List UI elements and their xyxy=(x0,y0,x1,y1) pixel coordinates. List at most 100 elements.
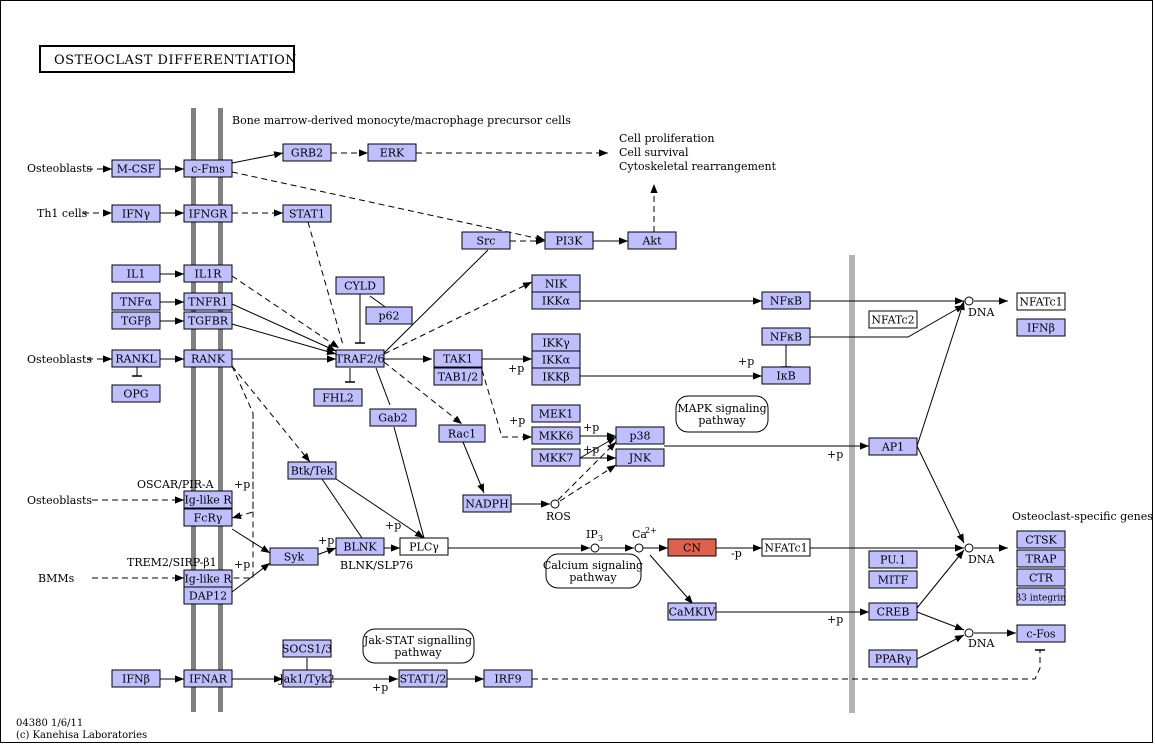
gene-b3int[interactable]: β3 integrin xyxy=(1016,587,1066,606)
ros-label: ROS xyxy=(546,510,571,523)
gene-nik[interactable]: NIK xyxy=(531,274,581,293)
dna-node[interactable] xyxy=(964,543,974,553)
gene-grb2[interactable]: GRB2 xyxy=(282,143,332,162)
gene-fcrg[interactable]: FcRγ xyxy=(183,508,233,527)
gene-ifnb1[interactable]: IFNβ xyxy=(111,669,161,688)
ip3-node[interactable] xyxy=(590,543,600,553)
gene-nfkb2[interactable]: NFκB xyxy=(761,327,811,346)
gene-erk[interactable]: ERK xyxy=(367,143,417,162)
gene-il1r[interactable]: IL1R xyxy=(183,264,233,283)
gene-tnfr1[interactable]: TNFR1 xyxy=(183,292,233,311)
gene-il1[interactable]: IL1 xyxy=(111,264,161,283)
gene-socs[interactable]: SOCS1/3 xyxy=(282,639,332,658)
gene-dap12[interactable]: DAP12 xyxy=(183,586,233,605)
gene-btktek[interactable]: Btk/Tek xyxy=(287,461,337,480)
gene-camkiv[interactable]: CaMKIV xyxy=(667,602,717,621)
gene-stat1[interactable]: STAT1 xyxy=(282,204,332,223)
dna-node[interactable] xyxy=(964,296,974,306)
gene-tab12[interactable]: TAB1/2 xyxy=(433,367,483,386)
gene-ikb[interactable]: IκB xyxy=(761,366,811,385)
gene-cfms[interactable]: c-Fms xyxy=(183,159,233,178)
gene-mitf[interactable]: MITF xyxy=(868,570,918,589)
gene-ppary[interactable]: PPARγ xyxy=(868,649,918,668)
gene-akt[interactable]: Akt xyxy=(627,231,677,250)
gene-tgfbr[interactable]: TGFBR xyxy=(183,311,233,330)
gene-tnfa[interactable]: TNFα xyxy=(111,292,161,311)
gene-label: NFATc2 xyxy=(871,314,914,327)
gene-iglikeR1[interactable]: Ig-like R xyxy=(183,490,233,509)
plus-p-label: +p xyxy=(583,443,599,456)
gene-box xyxy=(531,367,581,386)
calcium-node[interactable] xyxy=(634,543,644,553)
gene-jak[interactable]: Jak1/Tyk2 xyxy=(278,669,335,688)
gene-label: PI3K xyxy=(556,235,584,248)
gene-rac1[interactable]: Rac1 xyxy=(438,424,486,443)
mapk-pathway-link[interactable]: MAPK signaling pathway xyxy=(675,395,769,433)
gene-ap1[interactable]: AP1 xyxy=(868,437,918,456)
gene-label: IFNγ xyxy=(122,208,151,221)
gene-nfkb1[interactable]: NFκB xyxy=(761,291,811,310)
gene-blnk[interactable]: BLNK xyxy=(335,537,385,556)
gene-plcg[interactable]: PLCγ xyxy=(399,537,449,556)
gene-tak1[interactable]: TAK1 xyxy=(433,349,483,368)
gene-box xyxy=(1016,318,1066,337)
gene-mkk7[interactable]: MKK7 xyxy=(531,448,581,467)
gene-label: IKKα xyxy=(542,354,571,367)
ip3-subscript: 3 xyxy=(598,534,603,543)
gene-p38[interactable]: p38 xyxy=(615,426,665,445)
gene-trap[interactable]: TRAP xyxy=(1016,549,1066,568)
gene-cn[interactable]: CN xyxy=(667,538,717,557)
gene-ctsk[interactable]: CTSK xyxy=(1016,530,1066,549)
gene-ifngr[interactable]: IFNGR xyxy=(183,204,233,223)
gene-pu1[interactable]: PU.1 xyxy=(868,550,918,569)
gene-creb[interactable]: CREB xyxy=(868,602,918,621)
gene-fhl2[interactable]: FHL2 xyxy=(313,388,363,407)
gene-ikkg[interactable]: IKKγ xyxy=(531,333,581,352)
gene-nfatc1b[interactable]: NFATc1 xyxy=(761,538,811,557)
gene-ifng[interactable]: IFNγ xyxy=(111,204,161,223)
gene-ctr[interactable]: CTR xyxy=(1016,568,1066,587)
gene-syk[interactable]: Syk xyxy=(269,547,319,566)
gene-p62[interactable]: p62 xyxy=(365,306,413,325)
gene-ikka2[interactable]: IKKα xyxy=(531,350,581,369)
gene-label: IFNGR xyxy=(189,208,228,221)
gene-box xyxy=(462,494,512,513)
gene-iglikeR2[interactable]: Ig-like R xyxy=(183,569,233,588)
gene-box xyxy=(531,291,581,310)
gene-pi3k[interactable]: PI3K xyxy=(544,231,594,250)
gene-rank[interactable]: RANK xyxy=(183,349,233,368)
gene-ifnb2[interactable]: IFNβ xyxy=(1016,318,1066,337)
gene-nadph[interactable]: NADPH xyxy=(462,494,512,513)
calcium-pathway-link[interactable]: Calcium signaling pathway xyxy=(543,553,643,589)
gene-opg[interactable]: OPG xyxy=(111,384,161,403)
jakstat-pathway-link[interactable]: Jak-STAT signalling pathway xyxy=(362,628,475,664)
gene-mek1[interactable]: MEK1 xyxy=(531,404,581,423)
gene-irf9[interactable]: IRF9 xyxy=(483,669,533,688)
plus-p-label: +p xyxy=(318,534,334,547)
gene-cyld[interactable]: CYLD xyxy=(335,276,385,295)
gene-ifnar[interactable]: IFNAR xyxy=(183,669,233,688)
gene-mcsf[interactable]: M-CSF xyxy=(111,159,161,178)
footer-id: 04380 1/6/11 xyxy=(16,718,83,729)
gene-src[interactable]: Src xyxy=(461,231,511,250)
gene-stat12[interactable]: STAT1/2 xyxy=(398,669,448,688)
ros-node[interactable] xyxy=(550,499,560,509)
gene-ikka1[interactable]: IKKα xyxy=(531,291,581,310)
gene-gab2[interactable]: Gab2 xyxy=(369,408,417,427)
gene-rankl[interactable]: RANKL xyxy=(111,349,161,368)
gene-box xyxy=(461,231,511,250)
gene-box xyxy=(111,669,161,688)
gene-label: Jak1/Tyk2 xyxy=(278,673,335,686)
gene-cfos[interactable]: c-Fos xyxy=(1016,624,1066,643)
gene-label: Rac1 xyxy=(448,428,476,441)
mapk-pathway-line2: pathway xyxy=(698,414,746,427)
gene-tgfb[interactable]: TGFβ xyxy=(111,311,161,330)
gene-ikkb[interactable]: IKKβ xyxy=(531,367,581,386)
gene-box xyxy=(111,292,161,311)
gene-jnk[interactable]: JNK xyxy=(615,448,665,467)
gene-mkk6[interactable]: MKK6 xyxy=(531,426,581,445)
dna-node[interactable] xyxy=(964,628,974,638)
gene-nfatc2[interactable]: NFATc2 xyxy=(868,310,918,329)
gene-traf26[interactable]: TRAF2/6 xyxy=(335,349,385,368)
gene-nfatc1a[interactable]: NFATc1 xyxy=(1016,292,1066,311)
